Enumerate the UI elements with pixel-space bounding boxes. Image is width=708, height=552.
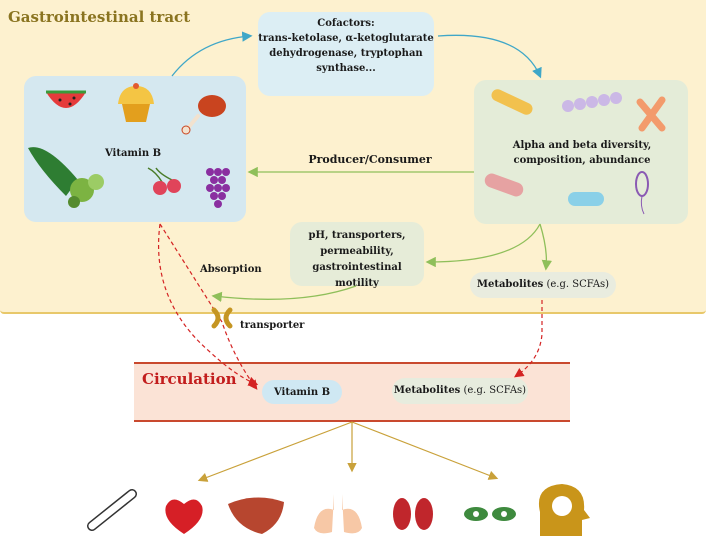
metabolites-gut-label: Metabolites (e.g. SCFAs): [470, 277, 616, 292]
cofactors-text: Cofactors: trans-ketolase, α-ketoglutara…: [258, 16, 434, 76]
cupcake-icon: [118, 83, 154, 122]
eyes-icon: [464, 507, 516, 521]
lungs-icon: [314, 494, 362, 534]
host-factors-box: [290, 222, 424, 286]
absorption-label: Absorption: [200, 264, 262, 275]
metabolites-gut-pill: [470, 272, 616, 298]
host-factors-text: pH, transporters, permeability, gastroin…: [290, 228, 424, 292]
metabolites-gut-rest: (e.g. SCFAs): [543, 279, 610, 290]
arrow-absorption-dashed: [159, 223, 258, 390]
host-factors-line-2: permeability,: [320, 246, 394, 257]
microbiota-line-2: composition, abundance: [513, 155, 651, 166]
circulation-vitamin-b-label: Vitamin B: [273, 387, 331, 398]
arrow-metabolites-to-circulation: [514, 300, 543, 378]
host-factors-line-3: gastrointestinal motility: [312, 262, 402, 289]
drumstick-icon: [181, 95, 226, 135]
liver-icon: [228, 497, 284, 534]
watermelon-icon: [46, 90, 86, 108]
bacteria-pink-icon: [484, 173, 524, 197]
arrow-cofactors-to-microbiota: [437, 34, 542, 79]
circulation-title: Circulation: [142, 370, 237, 388]
arrow-microbiota-to-metabolites: [539, 223, 553, 271]
cofactors-line-1: Cofactors:: [317, 18, 375, 29]
circulation-metabolites-label: Metabolites (e.g. SCFAs): [392, 383, 528, 398]
cherries-icon: [147, 167, 181, 195]
brain-head-icon: [538, 484, 590, 536]
gastrointestinal-tract-title: Gastrointestinal tract: [8, 8, 191, 26]
bacteria-x-orange-icon: [636, 96, 666, 132]
bacteria-blue-icon: [568, 192, 604, 206]
arrow-microbiota-to-host-factors: [425, 223, 541, 268]
heart-icon: [165, 499, 203, 534]
vitamin-b-label: Vitamin B: [104, 148, 162, 159]
cofactors-box: [258, 12, 434, 96]
arrow-to-organs-left: [197, 421, 353, 482]
arrow-to-organs-right: [351, 421, 499, 480]
circulation-vitamin-b-pill: [262, 380, 342, 404]
bacteria-purple-icon: [635, 171, 649, 215]
metabolites-gut-bold: Metabolites: [476, 279, 544, 290]
transporter-icon: [211, 307, 233, 329]
grapes-icon: [206, 168, 230, 208]
arrow-absorption-dashed-2: [157, 223, 259, 386]
host-factors-line-1: pH, transporters,: [308, 230, 406, 241]
microbiota-line-1: Alpha and beta diversity,: [512, 140, 652, 151]
bacteria-chain-lavender-icon: [562, 92, 622, 112]
microbiota-text: Alpha and beta diversity, composition, a…: [484, 138, 680, 168]
cofactors-line-4: synthase...: [316, 63, 376, 74]
bacteria-rod-yellow-icon: [491, 89, 533, 115]
arrow-vitamin-to-cofactors: [171, 31, 253, 77]
transporter-label: transporter: [240, 320, 305, 331]
circulation-metabolites-pill: [392, 378, 528, 404]
circulation-metabolites-bold: Metabolites: [393, 385, 461, 396]
bone-icon: [87, 489, 137, 531]
producer-consumer-label: Producer/Consumer: [308, 153, 432, 166]
circulation-metabolites-rest: (e.g. SCFAs): [460, 385, 527, 396]
cornucopia-icon: [28, 147, 104, 208]
cofactors-line-2: trans-ketolase, α-ketoglutarate: [258, 33, 434, 44]
arrow-host-factors-to-absorption: [211, 285, 357, 303]
cofactors-line-3: dehydrogenase, tryptophan: [269, 48, 423, 59]
kidneys-icon: [393, 498, 433, 530]
